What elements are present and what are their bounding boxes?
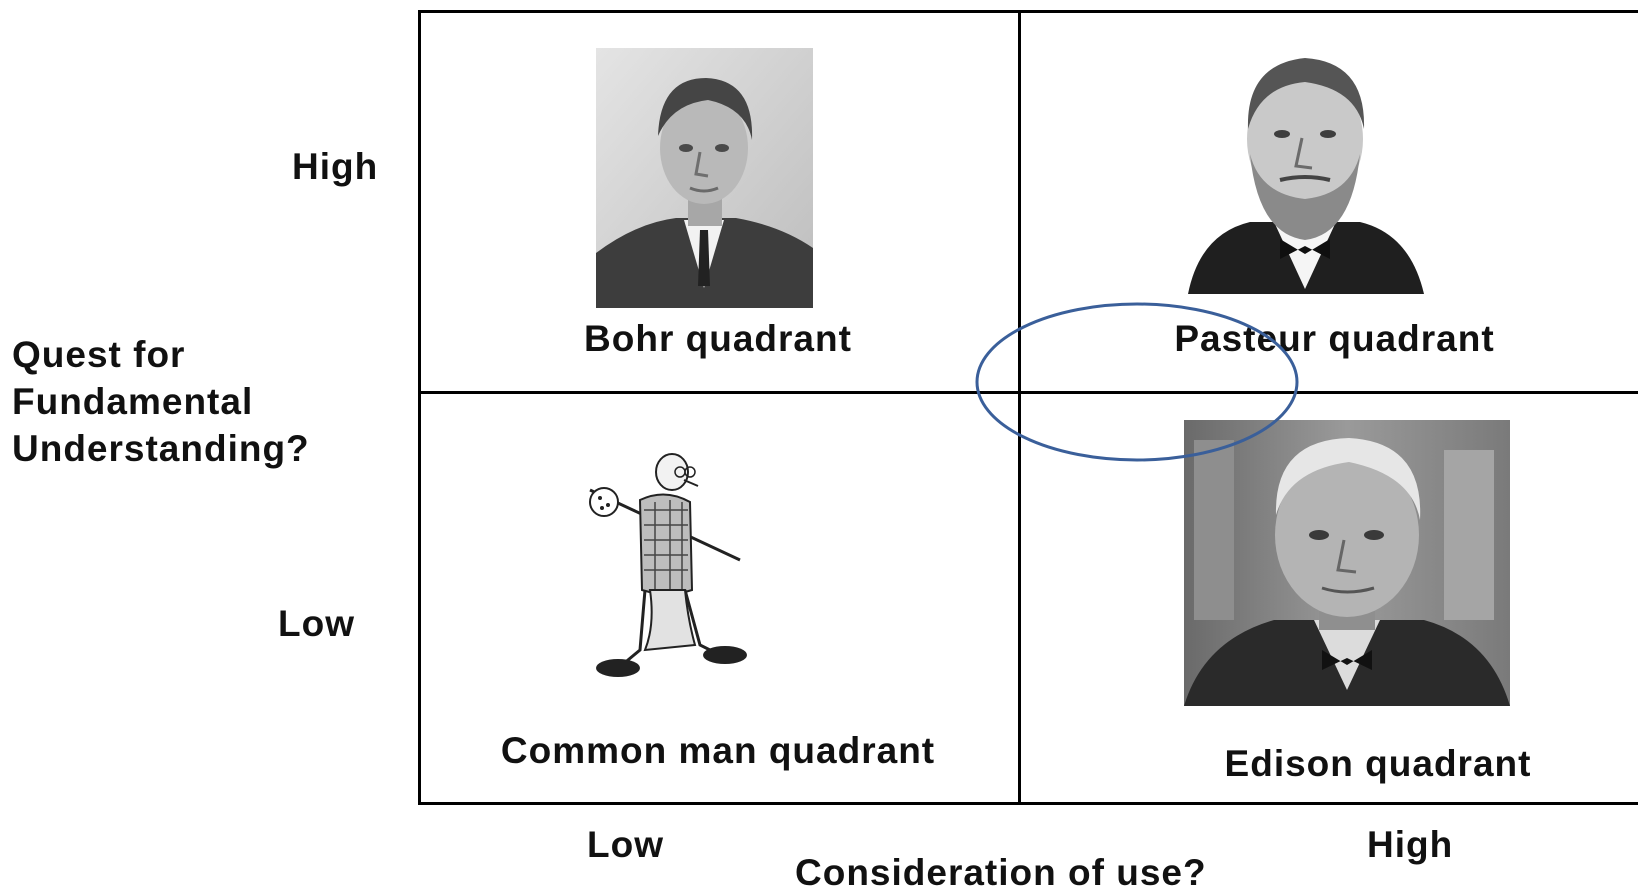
edison-portrait xyxy=(1184,420,1510,706)
grid-vertical-divider xyxy=(1018,10,1021,805)
y-axis-title-line1: Quest for xyxy=(12,334,186,375)
x-axis-low-label: Low xyxy=(587,824,664,865)
bohr-portrait xyxy=(596,48,813,308)
pasteur-portrait xyxy=(1180,34,1430,294)
pasteur-quadrant-label: Pasteur quadrant xyxy=(1174,318,1495,359)
bohr-quadrant-label: Bohr quadrant xyxy=(584,318,852,359)
y-axis-title-line3: Understanding? xyxy=(12,428,310,469)
y-axis-high-label: High xyxy=(292,146,379,187)
x-axis-high-label: High xyxy=(1367,824,1454,865)
x-axis-title: Consideration of use? xyxy=(795,852,1207,893)
y-axis-low-label: Low xyxy=(278,603,355,644)
y-axis-title-line2: Fundamental xyxy=(12,381,254,422)
common-man-quadrant-label: Common man quadrant xyxy=(500,730,936,771)
quadrant-grid xyxy=(418,10,1638,805)
common-man-cartoon xyxy=(580,450,755,700)
grid-horizontal-divider xyxy=(418,391,1638,394)
edison-quadrant-label: Edison quadrant xyxy=(1224,743,1532,784)
